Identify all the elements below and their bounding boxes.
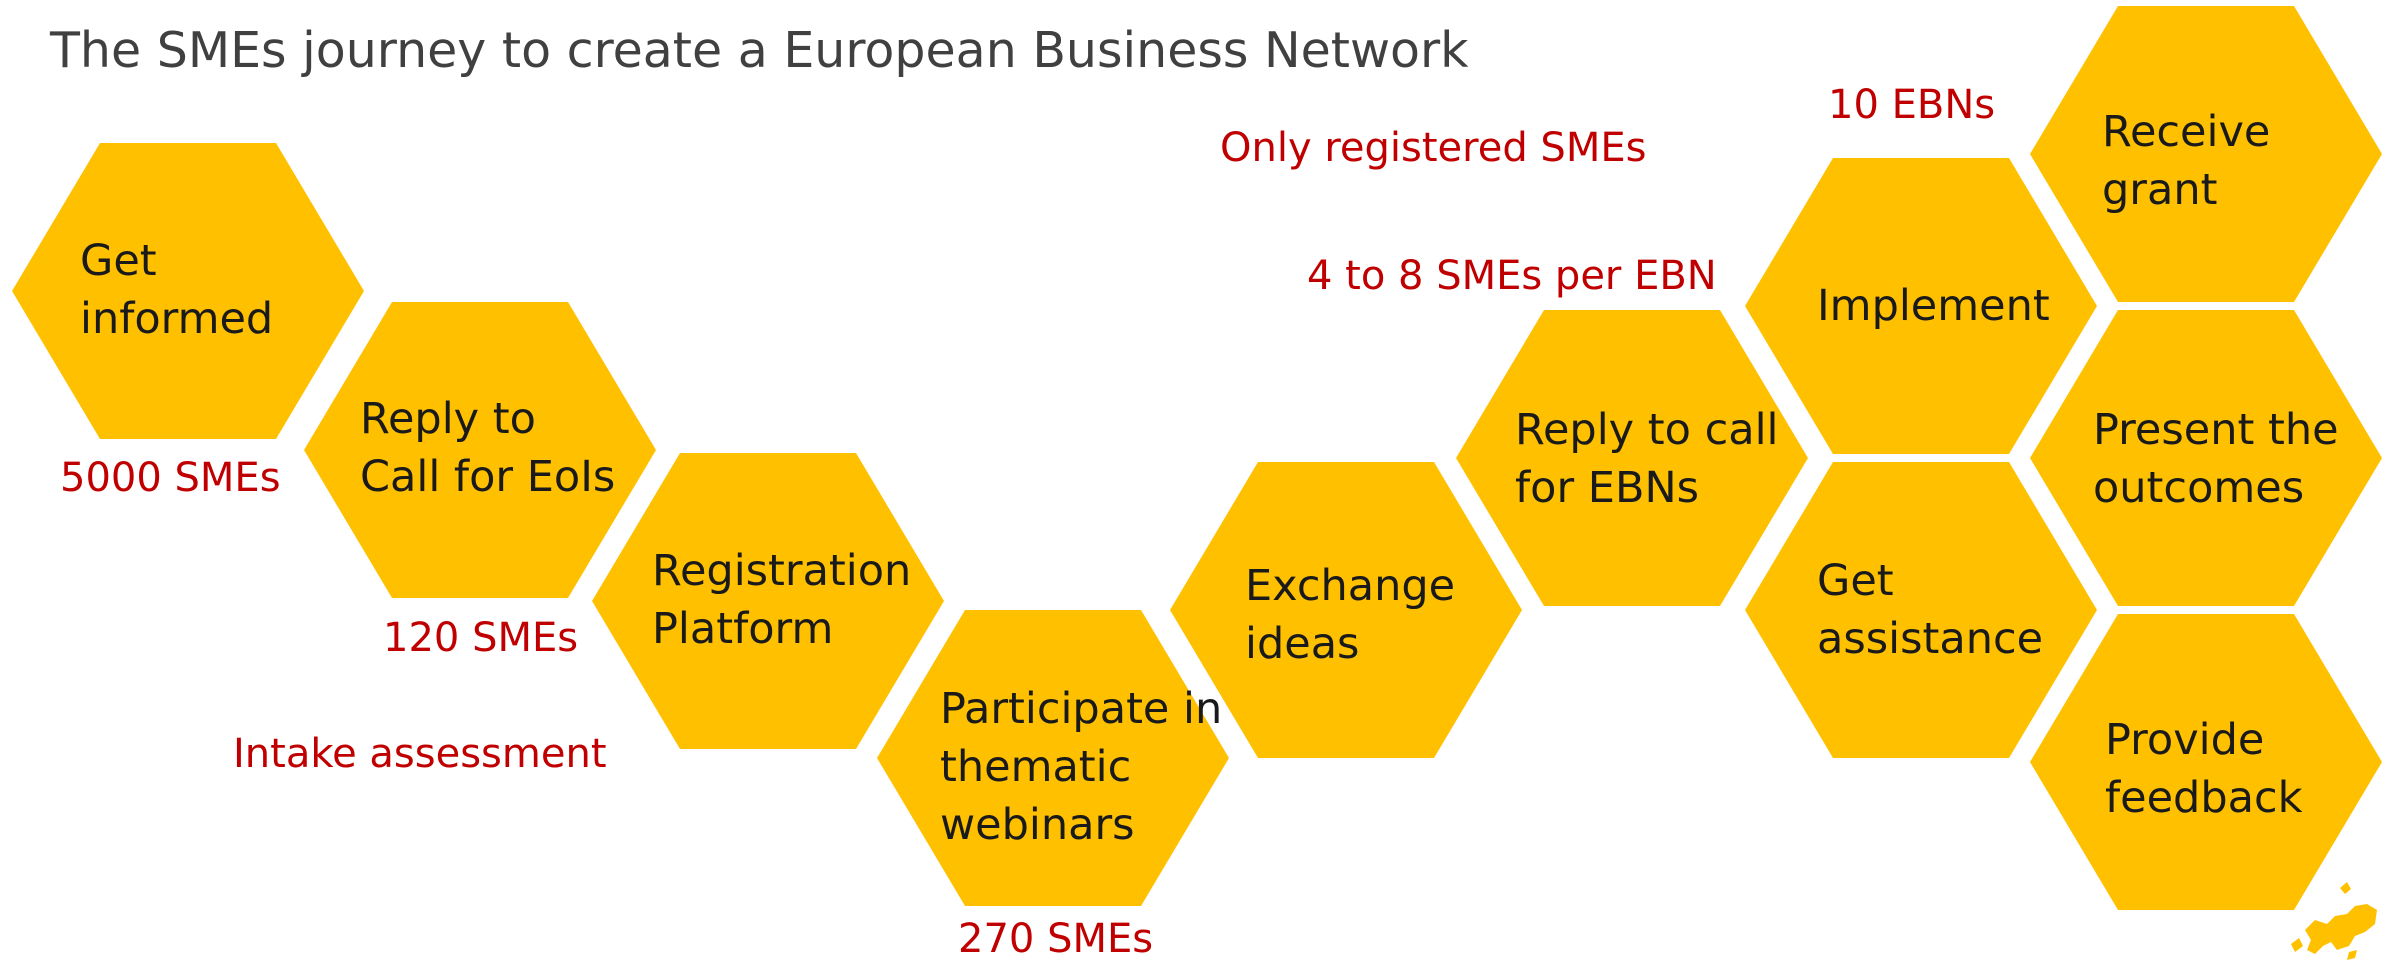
step-label: Reply to call for EBNs <box>1515 405 1779 513</box>
step-label: Exchange ideas <box>1245 561 1456 669</box>
note-10-ebns: 10 EBNs <box>1828 82 1996 128</box>
step-label: Present the outcomes <box>2093 405 2339 513</box>
note-270-smes: 270 SMEs <box>958 916 1154 962</box>
note-5000-smes: 5000 SMEs <box>60 455 281 501</box>
note-only-registered: Only registered SMEs <box>1220 125 1647 171</box>
hex-provide-feedback <box>2030 614 2382 910</box>
step-label: Participate in thematic webinars <box>940 684 1223 850</box>
hex-receive-grant <box>2030 6 2382 302</box>
step-label: Get informed <box>80 236 274 344</box>
step-label: Implement <box>1817 281 2050 331</box>
note-smes-per-ebn: 4 to 8 SMEs per EBN <box>1307 253 1717 299</box>
europe-map-icon <box>2291 882 2377 960</box>
step-label: Registration Platform <box>652 546 912 654</box>
step-label: Reply to Call for EoIs <box>360 394 616 502</box>
step-label: Get assistance <box>1817 556 2044 664</box>
page-title: The SMEs journey to create a European Bu… <box>50 22 1469 79</box>
step-label: Provide feedback <box>2105 715 2303 823</box>
hex-registration-platform <box>592 453 944 749</box>
step-label: Receive grant <box>2102 107 2271 215</box>
note-120-smes: 120 SMEs <box>383 615 579 661</box>
note-intake-assessment: Intake assessment <box>233 731 607 777</box>
hex-present-outcomes <box>2030 310 2382 606</box>
